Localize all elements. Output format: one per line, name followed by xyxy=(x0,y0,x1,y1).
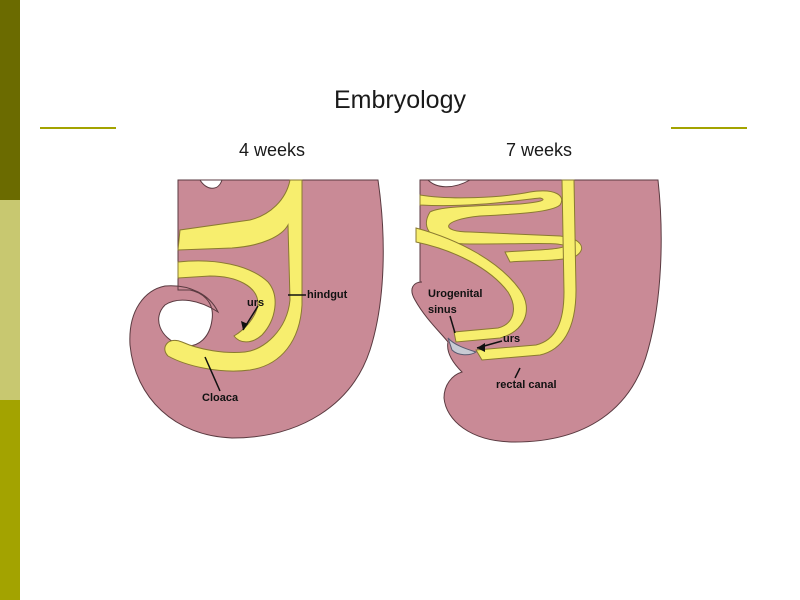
label-urogenital: Urogenital xyxy=(428,288,482,300)
label-urs-right: urs xyxy=(503,333,520,345)
embryo-7-weeks: Urogenital sinus urs rectal canal xyxy=(411,179,662,443)
hindgut-lumen xyxy=(164,179,303,372)
heading-7-weeks: 7 weeks xyxy=(506,140,573,160)
sidebar-accent xyxy=(0,0,20,600)
label-urs-left: urs xyxy=(247,297,264,309)
slide-title: Embryology xyxy=(334,86,466,114)
sidebar-block-bottom xyxy=(0,400,20,600)
urorectal-septum xyxy=(447,337,478,356)
urogenital-sinus-lumen xyxy=(415,227,527,343)
embryo-7-weeks-notch xyxy=(426,179,472,188)
allantois-lumen xyxy=(177,260,276,343)
heading-4-weeks: 4 weeks xyxy=(239,140,306,160)
label-cloaca: Cloaca xyxy=(202,392,239,404)
intestine-loop-lumen xyxy=(419,190,582,263)
rectal-canal-lumen xyxy=(475,179,577,361)
sidebar-block-top xyxy=(0,0,20,200)
sidebar-block-middle xyxy=(0,200,20,400)
label-rectal-canal: rectal canal xyxy=(496,379,557,391)
embryo-4-weeks-notch xyxy=(199,179,223,189)
embryo-4-weeks: hindgut urs Cloaca xyxy=(129,179,384,439)
embryo-7-weeks-tissue xyxy=(411,179,662,443)
label-hindgut: hindgut xyxy=(307,289,348,301)
title-rule-right xyxy=(671,127,747,129)
title-rule-left xyxy=(40,127,116,129)
label-sinus: sinus xyxy=(428,304,457,316)
